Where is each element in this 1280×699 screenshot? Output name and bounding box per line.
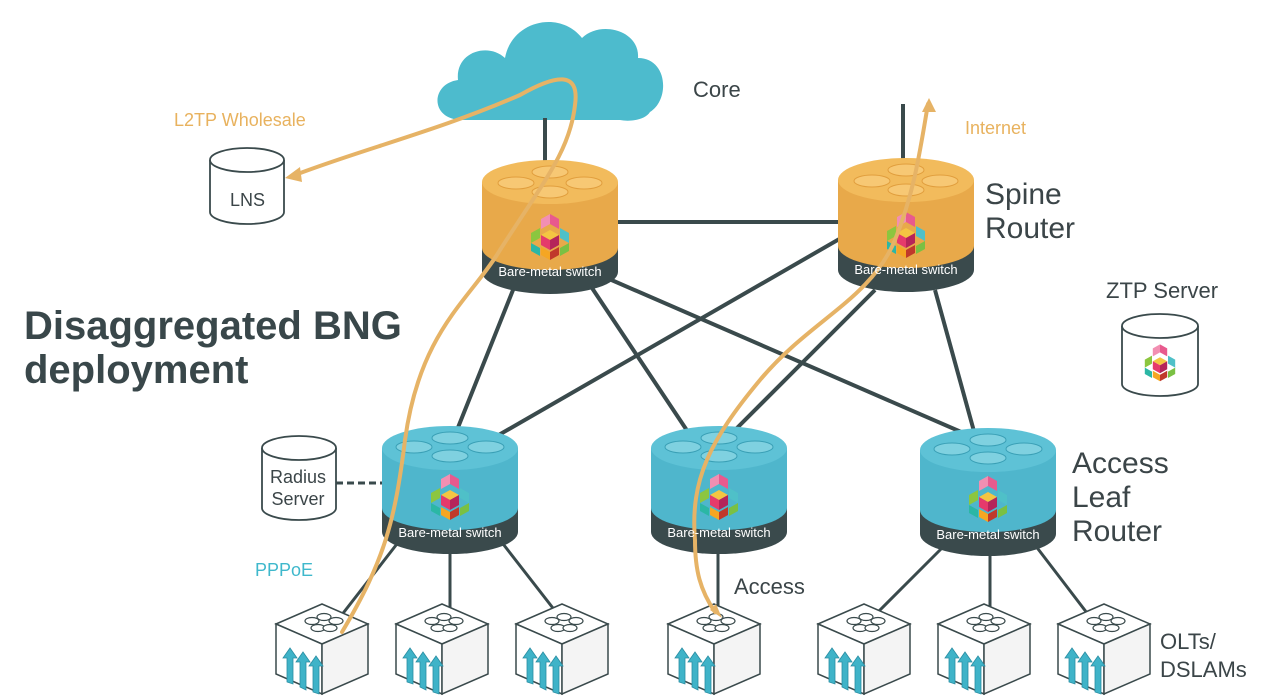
olts-line-2: DSLAMs [1160, 657, 1247, 682]
title-line-2: deployment [24, 348, 249, 392]
leaf-switch-2-label: Bare-metal switch [667, 525, 771, 540]
page-title: Disaggregated BNG deployment [24, 304, 402, 392]
leaf-switch-2 [651, 426, 787, 554]
ztp-server-label: ZTP Server [1106, 278, 1219, 303]
access-label: Access [734, 574, 805, 599]
arrow-icon-internet [922, 98, 936, 112]
lns-database-icon [209, 147, 285, 225]
arrow-icon-access [710, 604, 722, 618]
radius-server-label: Radius Server [270, 466, 326, 510]
spine-router-label: Spine Router [985, 178, 1075, 246]
core-label: Core [693, 77, 741, 102]
lns-label: LNS [230, 190, 266, 210]
radius-line-1: Radius [270, 467, 327, 487]
cloud-icon [437, 21, 664, 121]
olt-icon-1 [275, 603, 369, 695]
title-line-1: Disaggregated BNG [24, 304, 402, 348]
olt-icon-6 [937, 603, 1031, 695]
internet-path [692, 102, 930, 614]
spine-leaf-links [453, 220, 977, 442]
access-leaf-line-3: Router [1072, 515, 1163, 548]
leaf-switch-3 [920, 428, 1056, 556]
olt-icon-2 [395, 603, 489, 695]
leaf-switch-3-label: Bare-metal switch [936, 527, 1040, 542]
olt-icon-4 [667, 603, 761, 695]
access-leaf-router-label: Access Leaf Router [1072, 447, 1169, 549]
spine-router-line-2: Router [985, 212, 1076, 245]
l2tp-path [293, 77, 578, 634]
radius-line-2: Server [271, 489, 325, 509]
internet-label: Internet [965, 118, 1027, 138]
olts-line-1: OLTs/ [1160, 629, 1216, 654]
spine-switch-1-label: Bare-metal switch [498, 264, 602, 279]
spine-switch-2-label: Bare-metal switch [854, 262, 958, 277]
spine-switch-2 [838, 158, 974, 292]
radius-database-icon [261, 435, 337, 521]
olt-icon-3 [515, 603, 609, 695]
arrow-icon-lns [285, 167, 302, 182]
l2tp-wholesale-label: L2TP Wholesale [174, 110, 306, 130]
spine-router-line-1: Spine [985, 178, 1062, 211]
spine-switch-1 [482, 160, 618, 294]
olts-dslams-label: OLTs/ DSLAMs [1160, 628, 1247, 684]
leaf-switch-1-label: Bare-metal switch [398, 525, 502, 540]
pppoe-label: PPPoE [255, 560, 314, 580]
olt-icon-7 [1057, 603, 1151, 695]
leaf-switch-1 [382, 426, 518, 554]
access-leaf-line-2: Leaf [1072, 481, 1131, 514]
ztp-database-icon [1121, 313, 1199, 397]
traffic-paths [293, 77, 930, 634]
olt-icon-5 [817, 603, 911, 695]
access-leaf-line-1: Access [1072, 447, 1169, 480]
